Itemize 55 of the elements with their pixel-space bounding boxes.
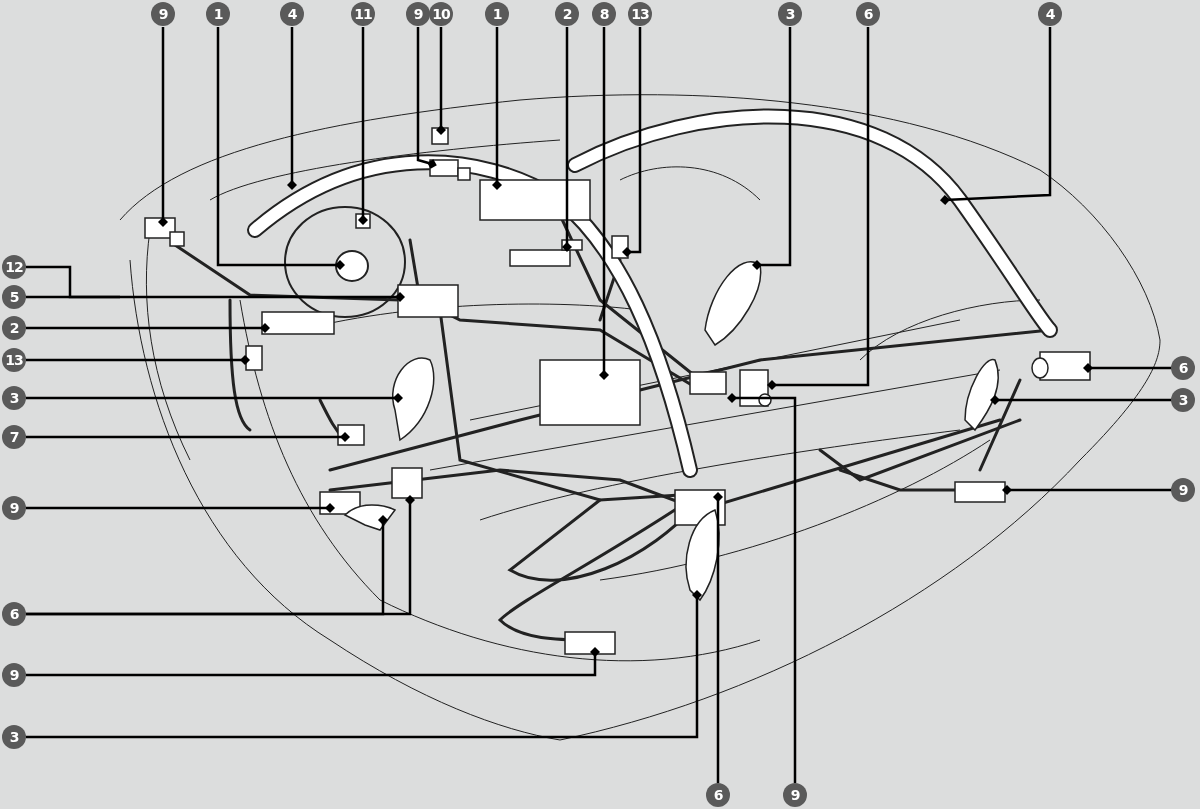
callout-number: 9 (151, 2, 175, 26)
leader-line (158, 27, 168, 227)
callout-number: 6 (856, 2, 880, 26)
leader-line (26, 355, 250, 365)
callout-number: 9 (1171, 478, 1195, 502)
callout-number: 3 (778, 2, 802, 26)
callout-number: 10 (429, 2, 453, 26)
callout-number: 5 (2, 285, 26, 309)
callout-number: 9 (2, 496, 26, 520)
leader-line (713, 492, 723, 783)
callout-number: 6 (2, 602, 26, 626)
callout-number: 3 (1171, 388, 1195, 412)
leader-line (1083, 363, 1173, 373)
leader-line (990, 395, 1173, 405)
callout-number: 3 (2, 725, 26, 749)
callout-number: 6 (706, 783, 730, 807)
leader-line (216, 27, 345, 270)
leader-line (26, 393, 403, 403)
callout-number: 13 (628, 2, 652, 26)
callout-number: 7 (2, 425, 26, 449)
leader-line (599, 27, 609, 380)
leader-line (26, 503, 335, 513)
leader-line (622, 27, 642, 257)
leader-line (358, 27, 368, 225)
callout-number: 8 (592, 2, 616, 26)
callout-number: 2 (555, 2, 579, 26)
callout-number: 12 (2, 255, 26, 279)
leader-line (727, 393, 797, 783)
leader-line (416, 27, 437, 169)
callout-number: 3 (2, 386, 26, 410)
leader-line (26, 590, 702, 739)
callout-number: 1 (485, 2, 509, 26)
leader-line (752, 27, 792, 270)
leader-line (26, 323, 270, 333)
callout-number: 9 (2, 663, 26, 687)
callout-number: 6 (1171, 356, 1195, 380)
leader-line (26, 495, 415, 616)
callout-number: 13 (2, 348, 26, 372)
callout-number: 11 (351, 2, 375, 26)
callout-number: 2 (2, 316, 26, 340)
callout-number: 9 (783, 783, 807, 807)
callout-number: 1 (206, 2, 230, 26)
callout-number: 4 (280, 2, 304, 26)
leader-line (26, 292, 405, 302)
leader-line (26, 647, 600, 677)
leader-line (287, 27, 297, 190)
leader-line (436, 27, 446, 135)
callout-number: 4 (1038, 2, 1062, 26)
leader-line (940, 27, 1052, 205)
leader-line (562, 27, 572, 252)
leader-line (26, 432, 350, 442)
callout-number: 9 (406, 2, 430, 26)
leader-line (492, 27, 502, 190)
leader-line (1002, 485, 1173, 495)
leader-line (767, 27, 870, 390)
